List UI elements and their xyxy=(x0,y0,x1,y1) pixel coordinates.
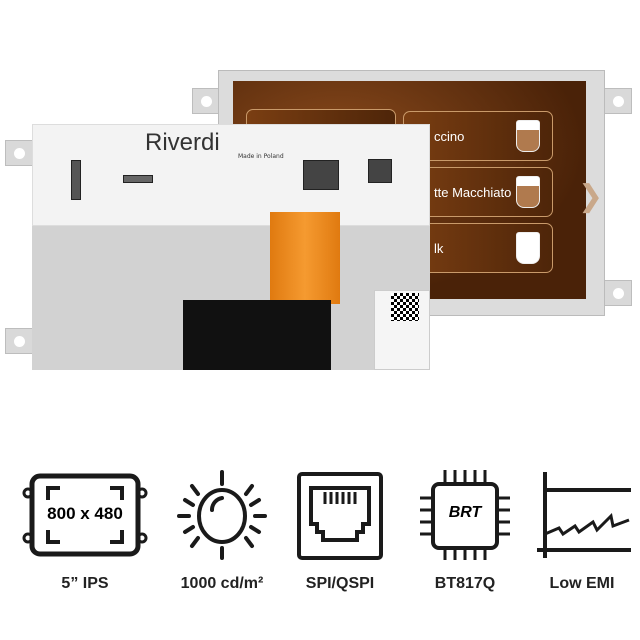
qr-code xyxy=(391,293,419,321)
chip-icon: BRT xyxy=(400,468,530,560)
ethernet-port-icon xyxy=(275,468,405,560)
flex-cable xyxy=(270,212,340,304)
feature-controller: BRT BT817Q xyxy=(400,468,530,592)
chevron-right-icon: ❯ xyxy=(578,179,604,214)
pcb-board: Riverdi Made in Poland xyxy=(32,124,430,226)
sun-icon xyxy=(157,468,287,560)
feature-interface: SPI/QSPI xyxy=(275,468,405,592)
mounting-ear xyxy=(5,140,33,166)
display-driver-area xyxy=(183,300,331,370)
mounting-ear xyxy=(192,88,220,114)
cup-icon xyxy=(516,176,540,208)
label-sticker xyxy=(374,290,430,370)
chip xyxy=(303,160,339,190)
mounting-ear xyxy=(604,280,632,306)
mounting-ear xyxy=(604,88,632,114)
brand-logo: Riverdi xyxy=(145,129,220,156)
mounting-ear xyxy=(5,328,33,354)
feature-resolution: 800 x 480 5” IPS xyxy=(20,468,150,592)
signal-chart-icon xyxy=(517,468,640,560)
feature-emi: Low EMI xyxy=(517,468,640,592)
chip xyxy=(368,159,392,183)
cup-icon xyxy=(516,120,540,152)
connector xyxy=(123,175,153,183)
connector xyxy=(71,160,81,200)
feature-brightness: 1000 cd/m² xyxy=(157,468,287,592)
cup-icon xyxy=(516,232,540,264)
display-icon: 800 x 480 xyxy=(20,468,150,560)
pcb-text: Made in Poland xyxy=(238,153,284,160)
